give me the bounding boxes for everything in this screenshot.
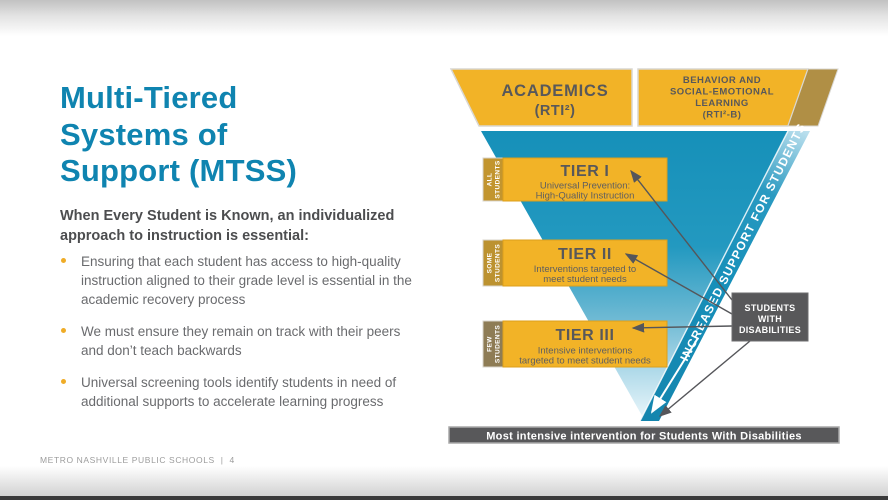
bullet-text-line: instruction aligned to their grade level… [81, 273, 412, 288]
bottom-caption-bar [448, 426, 840, 444]
tier1-title: TIER I [561, 163, 610, 180]
page-title: Multi-Tiered Systems of Support (MTSS) [60, 80, 297, 190]
list-item: Ensuring that each student has access to… [60, 252, 450, 309]
tier2-tab-line: SOME [487, 252, 494, 273]
tier2-title: TIER II [558, 246, 612, 263]
behavior-label-line: (RTI²-B) [703, 110, 742, 121]
list-item: Universal screening tools identify stude… [60, 373, 450, 411]
tier3-desc-line: Intensive interventions [538, 346, 633, 357]
bottom-caption-text: Most intensive intervention for Students… [486, 431, 802, 443]
bullet-text-line: additional supports to accelerate learni… [81, 394, 384, 409]
bullet-text-line: academic recovery process [81, 292, 246, 307]
bullet-text-line: Ensuring that each student has access to… [81, 254, 401, 269]
academics-sublabel: (RTI²) [535, 103, 576, 119]
tier3-desc-line: targeted to meet student needs [519, 356, 651, 367]
arrow-to-tier3 [631, 322, 733, 333]
tier1-tab-line: STUDENTS [495, 160, 502, 198]
academics-label: ACADEMICS [501, 82, 608, 100]
tier2-desc-line: Interventions targeted to [534, 264, 636, 275]
arrow-to-tier2 [624, 253, 733, 315]
bullet-text-line: Universal screening tools identify stude… [81, 375, 397, 390]
tier3-tab-line: STUDENTS [495, 325, 502, 363]
behavior-label-line: LEARNING [695, 98, 749, 109]
subtitle-line: approach to instruction is essential: [60, 228, 309, 244]
academics-trapezoid [449, 68, 633, 127]
swd-line: DISABILITIES [739, 325, 801, 335]
bottom-edge-strip [0, 496, 888, 500]
tier3-title: TIER III [555, 327, 614, 344]
bullet-dot-icon [61, 258, 66, 263]
increased-support-ribbon [640, 131, 810, 421]
arrow-to-funnel-tip [658, 340, 751, 417]
title-line: Support (MTSS) [60, 153, 297, 188]
behavior-label-line: SOCIAL-EMOTIONAL [670, 87, 774, 98]
subtitle: When Every Student is Known, an individu… [60, 206, 394, 246]
list-item: We must ensure they remain on track with… [60, 322, 450, 360]
slide-footer: METRO NASHVILLE PUBLIC SCHOOLS | 4 [40, 455, 235, 465]
bullet-list: Ensuring that each student has access to… [60, 252, 450, 424]
subtitle-line: When Every Student is Known, an individu… [60, 208, 395, 224]
bullet-dot-icon [61, 328, 66, 333]
tier2-desc-line: meet student needs [543, 274, 627, 285]
bottom-gradient-chrome [0, 466, 888, 496]
bullet-text-line: We must ensure they remain on track with… [81, 324, 401, 339]
ribbon-down-arrow-icon [650, 337, 699, 414]
tier2-box [502, 239, 668, 287]
tier1-tab-line: ALL [487, 173, 494, 187]
top-gradient-chrome [0, 0, 888, 36]
tier2-tab-line: STUDENTS [495, 244, 502, 282]
swd-line: WITH [758, 314, 782, 324]
bullet-text-line: and don’t teach backwards [81, 343, 242, 358]
behavior-label-line: BEHAVIOR AND [683, 75, 761, 86]
swd-line: STUDENTS [745, 303, 796, 313]
bullet-dot-icon [61, 379, 66, 384]
title-line: Systems of [60, 116, 228, 152]
tier3-tab-line: FEW [487, 336, 494, 352]
tier1-desc-line: High-Quality Instruction [536, 191, 635, 202]
title-line: Multi-Tiered [60, 80, 238, 115]
students-with-disabilities-box [731, 292, 809, 342]
arrow-to-tier1 [630, 169, 733, 301]
tier1-desc-line: Universal Prevention: [540, 181, 630, 192]
behavior-side-band [787, 68, 839, 127]
